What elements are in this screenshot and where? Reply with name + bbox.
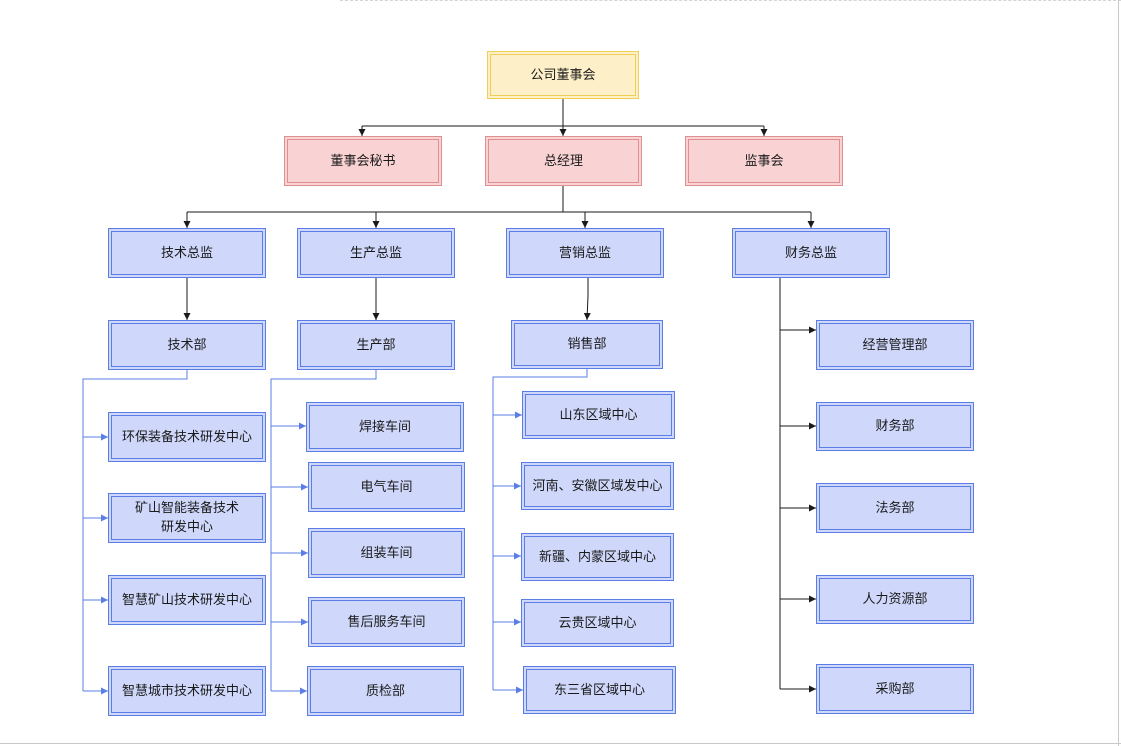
tech-dept-connector <box>82 370 188 695</box>
regional-center-node[interactable]: 云贵区域中心 <box>521 599 674 647</box>
general-manager-connector <box>183 186 815 228</box>
tech-center-node[interactable]: 智慧城市技术研发中心 <box>108 666 266 716</box>
canvas-bottom-border <box>0 743 1121 744</box>
regional-center-node[interactable]: 山东区域中心 <box>522 391 675 439</box>
regional-center-node[interactable]: 新疆、内蒙区域中心 <box>521 533 674 581</box>
sales-dept-node[interactable]: 销售部 <box>511 320 663 369</box>
tech-center-node[interactable]: 环保装备技术研发中心 <box>108 412 266 462</box>
finance-unit-node[interactable]: 经营管理部 <box>816 320 974 370</box>
tech-dept-node[interactable]: 技术部 <box>108 320 266 370</box>
production-dept-node[interactable]: 生产部 <box>297 320 455 370</box>
finance-director-connector <box>779 278 816 693</box>
finance-unit-node[interactable]: 人力资源部 <box>816 575 974 624</box>
tech-director-node[interactable]: 技术总监 <box>108 228 266 278</box>
director-to-department-connector <box>183 278 591 321</box>
marketing-director-node[interactable]: 营销总监 <box>506 228 664 278</box>
workshop-node[interactable]: 焊接车间 <box>306 402 464 452</box>
tech-center-node[interactable]: 矿山智能装备技术研发中心 <box>108 493 266 543</box>
board-of-directors-node[interactable]: 公司董事会 <box>487 51 639 99</box>
canvas-top-border <box>340 0 1121 1</box>
canvas-right-border <box>1118 0 1119 746</box>
workshop-node[interactable]: 质检部 <box>307 666 464 716</box>
board-connector <box>358 99 768 136</box>
finance-unit-node[interactable]: 采购部 <box>816 664 974 714</box>
regional-center-node[interactable]: 东三省区域中心 <box>523 666 676 714</box>
general-manager-node[interactable]: 总经理 <box>485 136 642 186</box>
finance-director-node[interactable]: 财务总监 <box>732 228 890 278</box>
finance-unit-node[interactable]: 财务部 <box>816 402 974 451</box>
finance-unit-node[interactable]: 法务部 <box>816 483 974 533</box>
production-dept-connector <box>270 370 377 695</box>
workshop-node[interactable]: 电气车间 <box>308 462 465 512</box>
tech-center-node[interactable]: 智慧矿山技术研发中心 <box>108 575 266 625</box>
supervisory-board-node[interactable]: 监事会 <box>685 136 843 186</box>
board-secretary-node[interactable]: 董事会秘书 <box>284 136 442 186</box>
workshop-node[interactable]: 售后服务车间 <box>308 597 465 647</box>
workshop-node[interactable]: 组装车间 <box>308 528 465 578</box>
production-director-node[interactable]: 生产总监 <box>297 228 455 278</box>
sales-dept-connector <box>492 369 588 694</box>
regional-center-node[interactable]: 河南、安徽区域发中心 <box>521 462 674 510</box>
